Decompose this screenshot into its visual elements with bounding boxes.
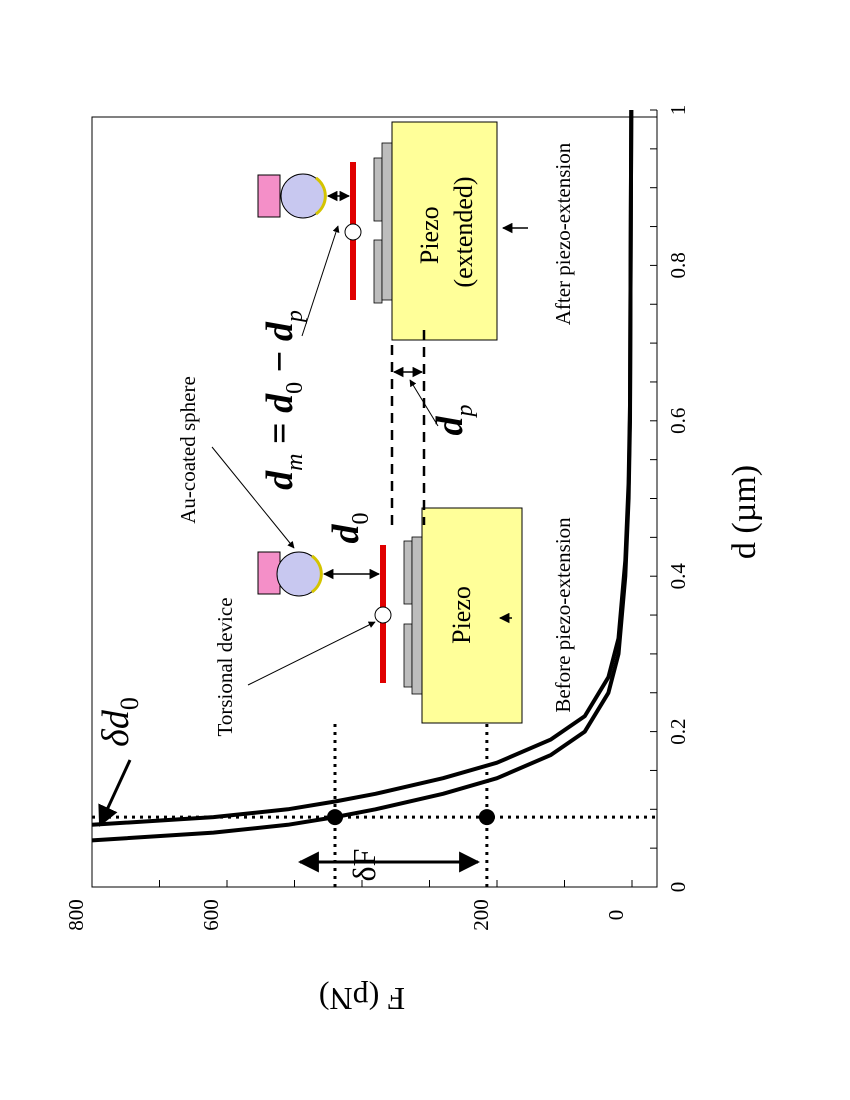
after-setup: Piezo (extended) After piezo-extension d… (257, 121, 575, 490)
d0-sub: 0 (348, 513, 374, 525)
eq-dm-sub: m (282, 453, 308, 470)
after-piezo-line1: Piezo (415, 206, 444, 264)
before-piezo-label: Piezo (447, 586, 476, 644)
x-tick-label: 0.4 (666, 563, 690, 590)
after-piezo-label: Piezo (extended) (415, 176, 478, 287)
before-substrate-2 (403, 623, 413, 688)
eq-minus: − (259, 341, 301, 382)
series-line-2 (91, 109, 634, 827)
d0-label: d0 (325, 513, 374, 544)
delta-d0-sub: 0 (115, 697, 144, 710)
after-magnet-block (257, 174, 281, 218)
eq-d0: d (259, 393, 301, 413)
dp-main: d (429, 416, 471, 436)
torsional-label: Torsional device (213, 597, 237, 736)
data-point (327, 809, 343, 826)
x-tick-label: 0.2 (666, 718, 690, 744)
x-tick-label: 0.8 (666, 252, 690, 278)
after-sphere-coating (315, 176, 327, 216)
y-tick-label: 200 (469, 899, 493, 931)
dp-label: dp (429, 405, 478, 436)
axis-tick-labels: 0 0.2 0.4 0.6 0.8 1 0 200 600 800 (64, 105, 690, 931)
x-tick-label: 0.6 (666, 408, 690, 434)
dp-indicator: dp (390, 330, 478, 525)
d0-main: d (325, 524, 367, 544)
before-sphere-coating (311, 554, 323, 594)
y-tick-label: 0 (604, 910, 628, 921)
before-substrate-3 (411, 536, 423, 695)
delta-f-label: δF (346, 849, 382, 882)
after-piezo-line2: (extended) (449, 176, 478, 287)
y-axis-title: F (pN) (319, 981, 405, 1017)
eq-d0-sub: 0 (282, 382, 308, 394)
torsional-pointer (247, 621, 376, 686)
data-point (478, 809, 495, 826)
dm-equation: dm = d0 − dp (259, 310, 308, 490)
series-lines (91, 109, 634, 843)
after-substrate-2 (373, 239, 383, 304)
axis-ticks (91, 109, 657, 888)
before-substrate-1 (403, 540, 413, 605)
dm-pointer (301, 225, 340, 337)
dp-sub: p (452, 405, 478, 419)
x-axis-title: d (µm) (726, 465, 763, 559)
reference-lines (92, 720, 657, 887)
delta-d0-label: δd0 (95, 697, 144, 747)
dp-pointer (409, 379, 439, 427)
sphere-label: Au-coated sphere (176, 376, 200, 524)
delta-d0-arrow (98, 759, 132, 827)
x-tick-label: 1 (666, 105, 690, 116)
after-caption: After piezo-extension (551, 142, 575, 325)
eq-dm: d (259, 470, 301, 490)
eq-dp-sub: p (282, 310, 308, 324)
after-substrate-1 (373, 157, 383, 222)
delta-d0-main: δd (95, 709, 137, 747)
before-setup: Piezo Before piezo-extension d0 Torsiona… (213, 507, 575, 737)
delta-d0-annotation: δd0 (95, 697, 144, 827)
inset-schematic: Piezo Before piezo-extension d0 Torsiona… (176, 121, 575, 737)
y-tick-label: 800 (64, 899, 88, 931)
sphere-pointer (211, 446, 295, 549)
after-substrate-3 (381, 142, 393, 301)
delta-f-annotation: δF (297, 849, 481, 882)
data-markers (327, 809, 495, 826)
eq-equals: = (259, 413, 301, 454)
y-tick-label: 600 (199, 899, 223, 931)
after-pivot (344, 223, 362, 241)
before-caption: Before piezo-extension (551, 517, 575, 713)
eq-dp: d (259, 321, 301, 341)
x-tick-label: 0 (666, 882, 690, 893)
after-piezo (391, 121, 498, 341)
before-pivot (374, 606, 392, 624)
